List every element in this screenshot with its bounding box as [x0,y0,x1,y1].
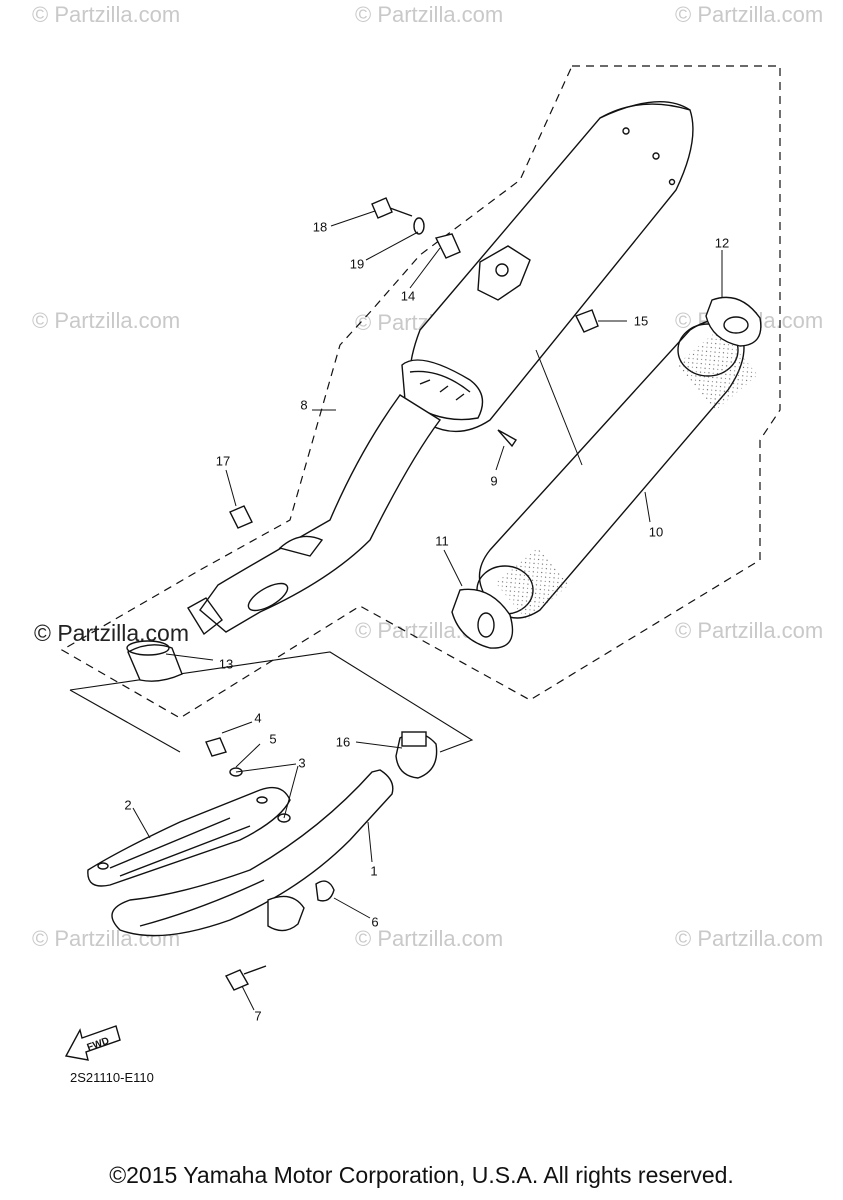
rivet-9 [497,429,518,448]
gasket-11 [451,588,514,649]
header-flange [267,895,305,932]
part-label-10: 10 [648,524,664,540]
copyright-notice: ©2015 Yamaha Motor Corporation, U.S.A. A… [109,1162,734,1188]
part-label-19: 19 [349,256,365,272]
part-label-17: 17 [215,453,231,469]
part-label-15: 15 [633,313,649,329]
heat-shield [87,786,291,887]
part-label-6: 6 [371,914,379,930]
part-label-5: 5 [269,731,277,747]
gasket-12 [705,296,762,347]
part-label-7: 7 [254,1008,262,1024]
watermark: © Partzilla.com [675,618,824,643]
gasket-6 [315,880,335,902]
watermark: © Partzilla.com [355,2,504,27]
muffler-group-outline [60,65,781,719]
part-label-2: 2 [124,797,132,813]
watermark: © Partzilla.com [32,2,181,27]
part-label-11: 11 [435,533,449,549]
part-label-1: 1 [370,863,378,879]
bolt-18 [371,197,413,219]
mid-pipe [199,394,442,633]
part-label-4: 4 [254,710,262,726]
part-label-8: 8 [300,397,308,413]
part-label-3: 3 [298,755,306,771]
bolt-17 [229,505,253,529]
bolt-15 [575,309,599,333]
sleeve-13 [127,644,183,682]
muffler-mount-bracket [477,245,531,301]
watermark: © Partzilla.com [675,2,824,27]
watermark: © Partzilla.com [675,926,824,951]
watermark: © Partzilla.com [32,308,181,333]
part-label-18: 18 [312,219,328,235]
part-label-14: 14 [400,288,416,304]
part-label-9: 9 [490,473,498,489]
part-label-16: 16 [335,734,351,750]
forward-arrow-icon: FWD [64,1025,121,1061]
part-label-13: 13 [218,656,234,672]
watermark: © Partzilla.com [355,926,504,951]
part-label-12: 12 [714,235,730,251]
pipe-clamp-end [187,597,223,636]
collar-14 [434,233,461,259]
header-group-outline [69,651,474,753]
bolt-4 [205,737,227,757]
watermark-strong: © Partzilla.com [34,620,189,646]
diagram-code: 2S21110-E110 [70,1070,154,1085]
bolt-7 [225,965,267,991]
header-pipe [111,769,394,937]
